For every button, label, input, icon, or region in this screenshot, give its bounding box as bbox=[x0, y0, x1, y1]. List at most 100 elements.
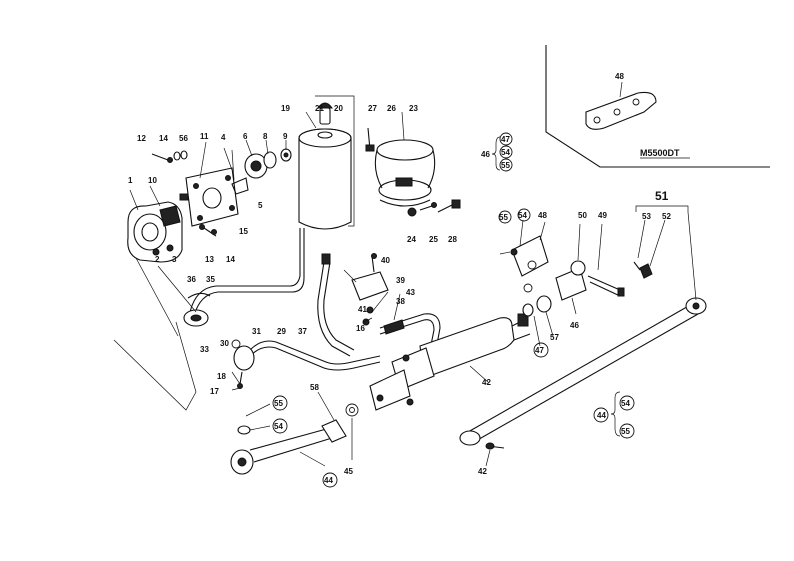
bracket-assembly-48 bbox=[510, 235, 653, 317]
callout-15: 15 bbox=[239, 227, 248, 236]
hydraulic-hose-43 bbox=[379, 313, 441, 351]
hydraulic-hose-31 bbox=[189, 228, 305, 317]
callout-57: 57 bbox=[550, 333, 559, 342]
bolt-set-13 bbox=[199, 224, 217, 237]
callout-54: 54 bbox=[274, 422, 283, 431]
inset-panel: 48 M5500DT bbox=[545, 45, 770, 168]
callout-51: 51 bbox=[655, 189, 669, 203]
callout-19: 19 bbox=[281, 104, 290, 113]
callout-40: 40 bbox=[381, 256, 390, 265]
bolt-42-bottom bbox=[485, 442, 505, 450]
callout-14: 14 bbox=[226, 255, 235, 264]
steering-cylinder-42 bbox=[419, 313, 531, 379]
callout-44: 44 bbox=[324, 476, 333, 485]
brace-group-44: 44 54 55 bbox=[593, 391, 635, 439]
brace-item: 47 bbox=[501, 135, 510, 144]
callout-47: 47 bbox=[535, 346, 544, 355]
brace-item: 54 bbox=[621, 399, 630, 408]
callout-31: 31 bbox=[252, 327, 261, 336]
hose-fitting-35-36 bbox=[183, 292, 211, 327]
callout-58: 58 bbox=[310, 383, 319, 392]
oil-reservoir bbox=[298, 102, 352, 230]
callout-10: 10 bbox=[148, 176, 157, 185]
hydraulic-hose-29 bbox=[249, 340, 381, 371]
callout-49: 49 bbox=[598, 211, 607, 220]
callout-9: 9 bbox=[283, 132, 288, 141]
callout-21: 21 bbox=[315, 104, 324, 113]
callout-26: 26 bbox=[387, 104, 396, 113]
callout-42: 42 bbox=[478, 467, 487, 476]
callout-25: 25 bbox=[429, 235, 438, 244]
hydraulic-pump bbox=[127, 201, 183, 263]
callout-24: 24 bbox=[407, 235, 416, 244]
brace-item: 54 bbox=[501, 148, 510, 157]
bracket-hole bbox=[632, 98, 640, 106]
inset-model-label: M5500DT bbox=[640, 148, 680, 158]
callout-20: 20 bbox=[334, 104, 343, 113]
callout-50: 50 bbox=[578, 211, 587, 220]
bracket-hole bbox=[613, 108, 621, 116]
callout-13: 13 bbox=[205, 255, 214, 264]
hose-fitting-30 bbox=[231, 339, 255, 389]
tie-rod bbox=[459, 297, 707, 446]
callout-3: 3 bbox=[172, 255, 177, 264]
bracket-part-48 bbox=[585, 91, 657, 130]
callout-52: 52 bbox=[662, 212, 671, 221]
callout-17: 17 bbox=[210, 387, 219, 396]
band-clamp bbox=[374, 139, 437, 217]
callout-42: 42 bbox=[482, 378, 491, 387]
number-callouts: 1 2 3 4 5 6 8 9 10 11 12 13 14 14 15 16 … bbox=[128, 104, 671, 476]
callout-18: 18 bbox=[217, 372, 226, 381]
callout-43: 43 bbox=[406, 288, 415, 297]
callout-48: 48 bbox=[538, 211, 547, 220]
callout-55: 55 bbox=[274, 399, 283, 408]
brace-group-46: 46 47 54 55 bbox=[481, 132, 513, 172]
inset-part-label: 48 bbox=[615, 72, 624, 81]
callout-55: 55 bbox=[499, 213, 508, 222]
leader-lines bbox=[113, 111, 666, 467]
callout-39: 39 bbox=[396, 276, 405, 285]
callout-6: 6 bbox=[243, 132, 248, 141]
callout-12: 12 bbox=[137, 134, 146, 143]
callout-11: 11 bbox=[200, 132, 209, 141]
callout-45: 45 bbox=[344, 467, 353, 476]
callout-56: 56 bbox=[179, 134, 188, 143]
group-bracket-51 bbox=[635, 205, 689, 212]
callout-54: 54 bbox=[518, 211, 527, 220]
coupling-parts bbox=[231, 148, 292, 195]
brace-key-46: 46 bbox=[481, 150, 490, 159]
bolt-set-12 bbox=[151, 150, 188, 163]
reservoir-bracket-lead bbox=[315, 95, 355, 227]
callout-27: 27 bbox=[368, 104, 377, 113]
callout-28: 28 bbox=[448, 235, 457, 244]
callout-30: 30 bbox=[220, 339, 229, 348]
callout-5: 5 bbox=[258, 201, 263, 210]
drag-link-left bbox=[230, 403, 359, 475]
brace-item: 55 bbox=[501, 161, 510, 170]
callout-37: 37 bbox=[298, 327, 307, 336]
callout-14: 14 bbox=[159, 134, 168, 143]
circled-callouts: 47 44 55 54 55 54 bbox=[272, 208, 549, 488]
callout-16: 16 bbox=[356, 324, 365, 333]
callout-33: 33 bbox=[200, 345, 209, 354]
bolt-26-27 bbox=[365, 127, 375, 152]
callout-41: 41 bbox=[358, 305, 367, 314]
callout-8: 8 bbox=[263, 132, 268, 141]
bolt-28 bbox=[437, 199, 461, 213]
brace-item: 55 bbox=[621, 427, 630, 436]
callout-46: 46 bbox=[570, 321, 579, 330]
callout-4: 4 bbox=[221, 133, 226, 142]
callout-36: 36 bbox=[187, 275, 196, 284]
control-valve-block bbox=[369, 347, 435, 411]
callout-23: 23 bbox=[409, 104, 418, 113]
callout-38: 38 bbox=[396, 297, 405, 306]
hydraulic-hose-37 bbox=[317, 253, 355, 357]
callout-1: 1 bbox=[128, 176, 133, 185]
callout-53: 53 bbox=[642, 212, 651, 221]
callout-35: 35 bbox=[206, 275, 215, 284]
callout-29: 29 bbox=[277, 327, 286, 336]
bracket-hole bbox=[593, 116, 601, 124]
pump-flange-plate bbox=[179, 167, 239, 227]
brace-key-44: 44 bbox=[597, 411, 606, 420]
